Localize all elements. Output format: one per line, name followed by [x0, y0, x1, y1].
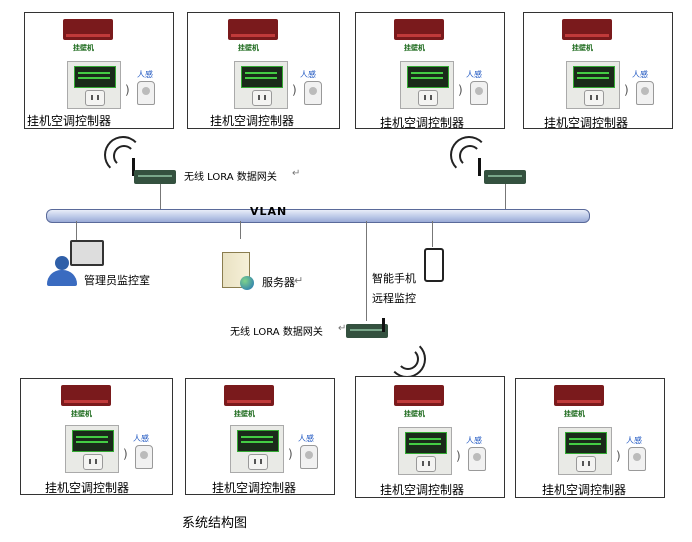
lora-gateway-icon — [134, 170, 176, 184]
controller-device-icon — [234, 61, 288, 109]
controller-device-icon — [566, 61, 620, 109]
controller-unit: 挂壁机 ) 人感 挂机空调控制器 — [523, 12, 673, 130]
controller-label: 挂机空调控制器 — [212, 481, 297, 495]
gateway-label-mark: ↵ — [338, 323, 347, 334]
air-conditioner-icon — [63, 19, 113, 40]
mobile-label-line1: 智能手机 — [372, 272, 416, 285]
controller-unit: 挂壁机 ) 人感 挂机空调控制器 — [355, 376, 505, 498]
controller-label: 挂机空调控制器 — [45, 481, 130, 495]
ac-name: 挂壁机 — [572, 44, 593, 52]
sensor-waves-icon: ) — [624, 83, 629, 97]
lora-gateway-icon — [346, 324, 388, 338]
motion-sensor-icon — [636, 81, 654, 105]
motion-sensor-icon — [468, 447, 486, 471]
person-body-icon — [47, 270, 77, 286]
gateway-antenna-icon — [132, 158, 135, 176]
controller-unit: 挂壁机 ) 人感 挂机空调控制器 — [185, 378, 335, 495]
controller-unit: 挂壁机 ) 人感 挂机空调控制器 — [187, 12, 340, 129]
server-vlan-link — [240, 221, 241, 239]
air-conditioner-icon — [224, 385, 274, 406]
smartphone-icon — [424, 248, 444, 282]
controller-device-icon — [398, 427, 452, 475]
controller-device-icon — [65, 425, 119, 473]
gateway-label: 无线 LORA 数据网关 — [184, 172, 277, 183]
air-conditioner-icon — [562, 19, 612, 40]
phone-vlan-link — [432, 221, 433, 247]
wireless-signal-icon — [113, 145, 135, 167]
sensor-label: 人感 — [137, 70, 153, 79]
ac-name: 挂壁机 — [404, 44, 425, 52]
wireless-signal-icon — [104, 136, 142, 174]
motion-sensor-icon — [300, 445, 318, 469]
motion-sensor-icon — [137, 81, 155, 105]
motion-sensor-icon — [628, 447, 646, 471]
controller-device-icon — [400, 61, 454, 109]
person-icon — [55, 256, 69, 270]
sensor-waves-icon: ) — [292, 83, 297, 97]
sensor-waves-icon: ) — [456, 449, 461, 463]
sensor-label: 人感 — [133, 434, 149, 443]
sensor-label: 人感 — [632, 70, 648, 79]
ac-name: 挂壁机 — [404, 410, 425, 418]
globe-icon — [240, 276, 254, 290]
gateway-label: 无线 LORA 数据网关 — [230, 327, 323, 338]
controller-unit: 挂壁机 ) 人感 挂机空调控制器 — [355, 12, 505, 130]
ac-name: 挂壁机 — [73, 44, 94, 52]
sensor-label: 人感 — [466, 70, 482, 79]
air-conditioner-icon — [394, 385, 444, 406]
sensor-label: 人感 — [298, 434, 314, 443]
sensor-waves-icon: ) — [125, 83, 130, 97]
ac-name: 挂壁机 — [564, 410, 585, 418]
sensor-waves-icon: ) — [288, 447, 293, 461]
admin-vlan-link — [76, 221, 77, 241]
monitor-icon — [70, 240, 104, 266]
ac-name: 挂壁机 — [71, 410, 92, 418]
admin-label: 管理员监控室 — [84, 274, 150, 287]
controller-unit: 挂壁机 ) 人感 挂机空调控制器 — [24, 12, 174, 129]
controller-label: 挂机空调控制器 — [380, 483, 465, 497]
mobile-label-line2: 远程监控 — [372, 292, 416, 305]
ac-name: 挂壁机 — [238, 44, 259, 52]
lora-gateway-icon — [484, 170, 526, 184]
server-label-mark: ↵ — [294, 274, 304, 287]
air-conditioner-icon — [394, 19, 444, 40]
controller-label: 挂机空调控制器 — [544, 116, 629, 130]
controller-device-icon — [230, 425, 284, 473]
wireless-signal-icon — [459, 145, 481, 167]
controller-label: 挂机空调控制器 — [27, 114, 112, 128]
air-conditioner-icon — [61, 385, 111, 406]
vlan-backbone — [46, 209, 590, 223]
gateway-vlan-link — [366, 221, 367, 321]
controller-unit: 挂壁机 ) 人感 挂机空调控制器 — [515, 378, 665, 498]
wireless-signal-icon — [450, 136, 488, 174]
diagram-title: 系统结构图 — [182, 516, 248, 531]
ac-name: 挂壁机 — [234, 410, 255, 418]
sensor-waves-icon: ) — [123, 447, 128, 461]
air-conditioner-icon — [228, 19, 278, 40]
wireless-signal-icon — [397, 348, 419, 370]
sensor-waves-icon: ) — [458, 83, 463, 97]
sensor-label: 人感 — [466, 436, 482, 445]
gateway-vlan-link — [160, 184, 161, 209]
controller-label: 挂机空调控制器 — [542, 483, 627, 497]
motion-sensor-icon — [470, 81, 488, 105]
motion-sensor-icon — [304, 81, 322, 105]
gateway-antenna-icon — [382, 318, 385, 332]
gateway-label-mark: ↵ — [292, 168, 301, 179]
controller-unit: 挂壁机 ) 人感 挂机空调控制器 — [20, 378, 173, 495]
sensor-label: 人感 — [300, 70, 316, 79]
controller-label: 挂机空调控制器 — [210, 114, 295, 128]
controller-device-icon — [67, 61, 121, 109]
server-label: 服务器 — [262, 276, 295, 289]
motion-sensor-icon — [135, 445, 153, 469]
controller-device-icon — [558, 427, 612, 475]
gateway-antenna-icon — [478, 158, 481, 176]
vlan-label: VLAN — [250, 205, 288, 218]
gateway-vlan-link — [505, 184, 506, 209]
controller-label: 挂机空调控制器 — [380, 116, 465, 130]
air-conditioner-icon — [554, 385, 604, 406]
sensor-label: 人感 — [626, 436, 642, 445]
sensor-waves-icon: ) — [616, 449, 621, 463]
